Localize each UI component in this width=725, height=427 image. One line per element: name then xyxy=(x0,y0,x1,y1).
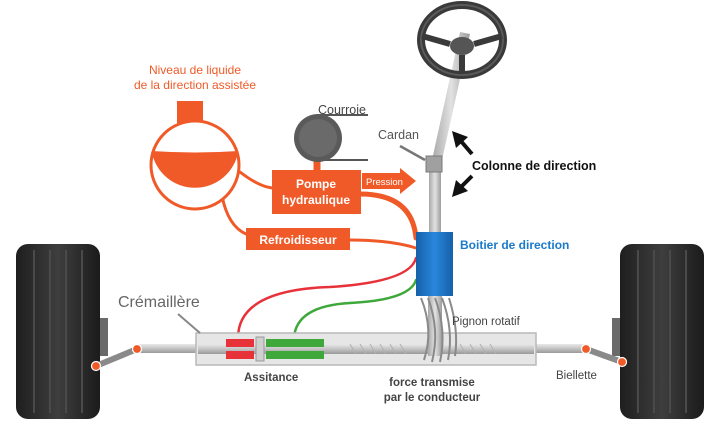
rack-label: Crémaillère xyxy=(118,294,200,311)
rack-assembly xyxy=(135,332,588,366)
right-wheel xyxy=(612,244,704,419)
pinion xyxy=(420,296,458,363)
left-wheel xyxy=(16,244,108,419)
steering-wheel-icon xyxy=(417,1,507,79)
pinion-label: Pignon rotatif xyxy=(452,316,521,328)
pump-label-line1: Pompe xyxy=(296,177,336,191)
fluid-reservoir xyxy=(149,101,241,211)
cardan-pointer xyxy=(399,144,426,162)
steering-box-label: Boitier de direction xyxy=(460,238,569,252)
belt-label: Courroie xyxy=(318,103,366,117)
pressure-lines xyxy=(236,256,418,340)
pressure-label: Pression xyxy=(366,177,403,188)
reservoir-label-line2: de la direction assistée xyxy=(134,78,256,92)
pressure-arrow-icon xyxy=(362,168,416,194)
hydraulic-pump xyxy=(272,170,361,214)
column-label: Colonne de direction xyxy=(472,159,596,173)
rack-pointer xyxy=(177,313,201,334)
reservoir-label-line1: Niveau de liquide xyxy=(149,63,241,77)
cooler-label: Refroidisseur xyxy=(259,233,337,247)
cardan-label: Cardan xyxy=(378,128,419,142)
assist-label: Assitance xyxy=(244,372,298,384)
force-label-line2: par le conducteur xyxy=(384,392,481,404)
force-label-line1: force transmise xyxy=(389,377,475,389)
belt-pulley xyxy=(294,114,368,162)
cooler xyxy=(246,228,350,250)
pump-label-line2: hydraulique xyxy=(282,193,350,207)
tie-rods xyxy=(90,343,628,372)
tie-rod-label: Biellette xyxy=(556,370,597,382)
steering-box xyxy=(416,232,453,296)
rotation-arrows-icon xyxy=(452,131,474,197)
